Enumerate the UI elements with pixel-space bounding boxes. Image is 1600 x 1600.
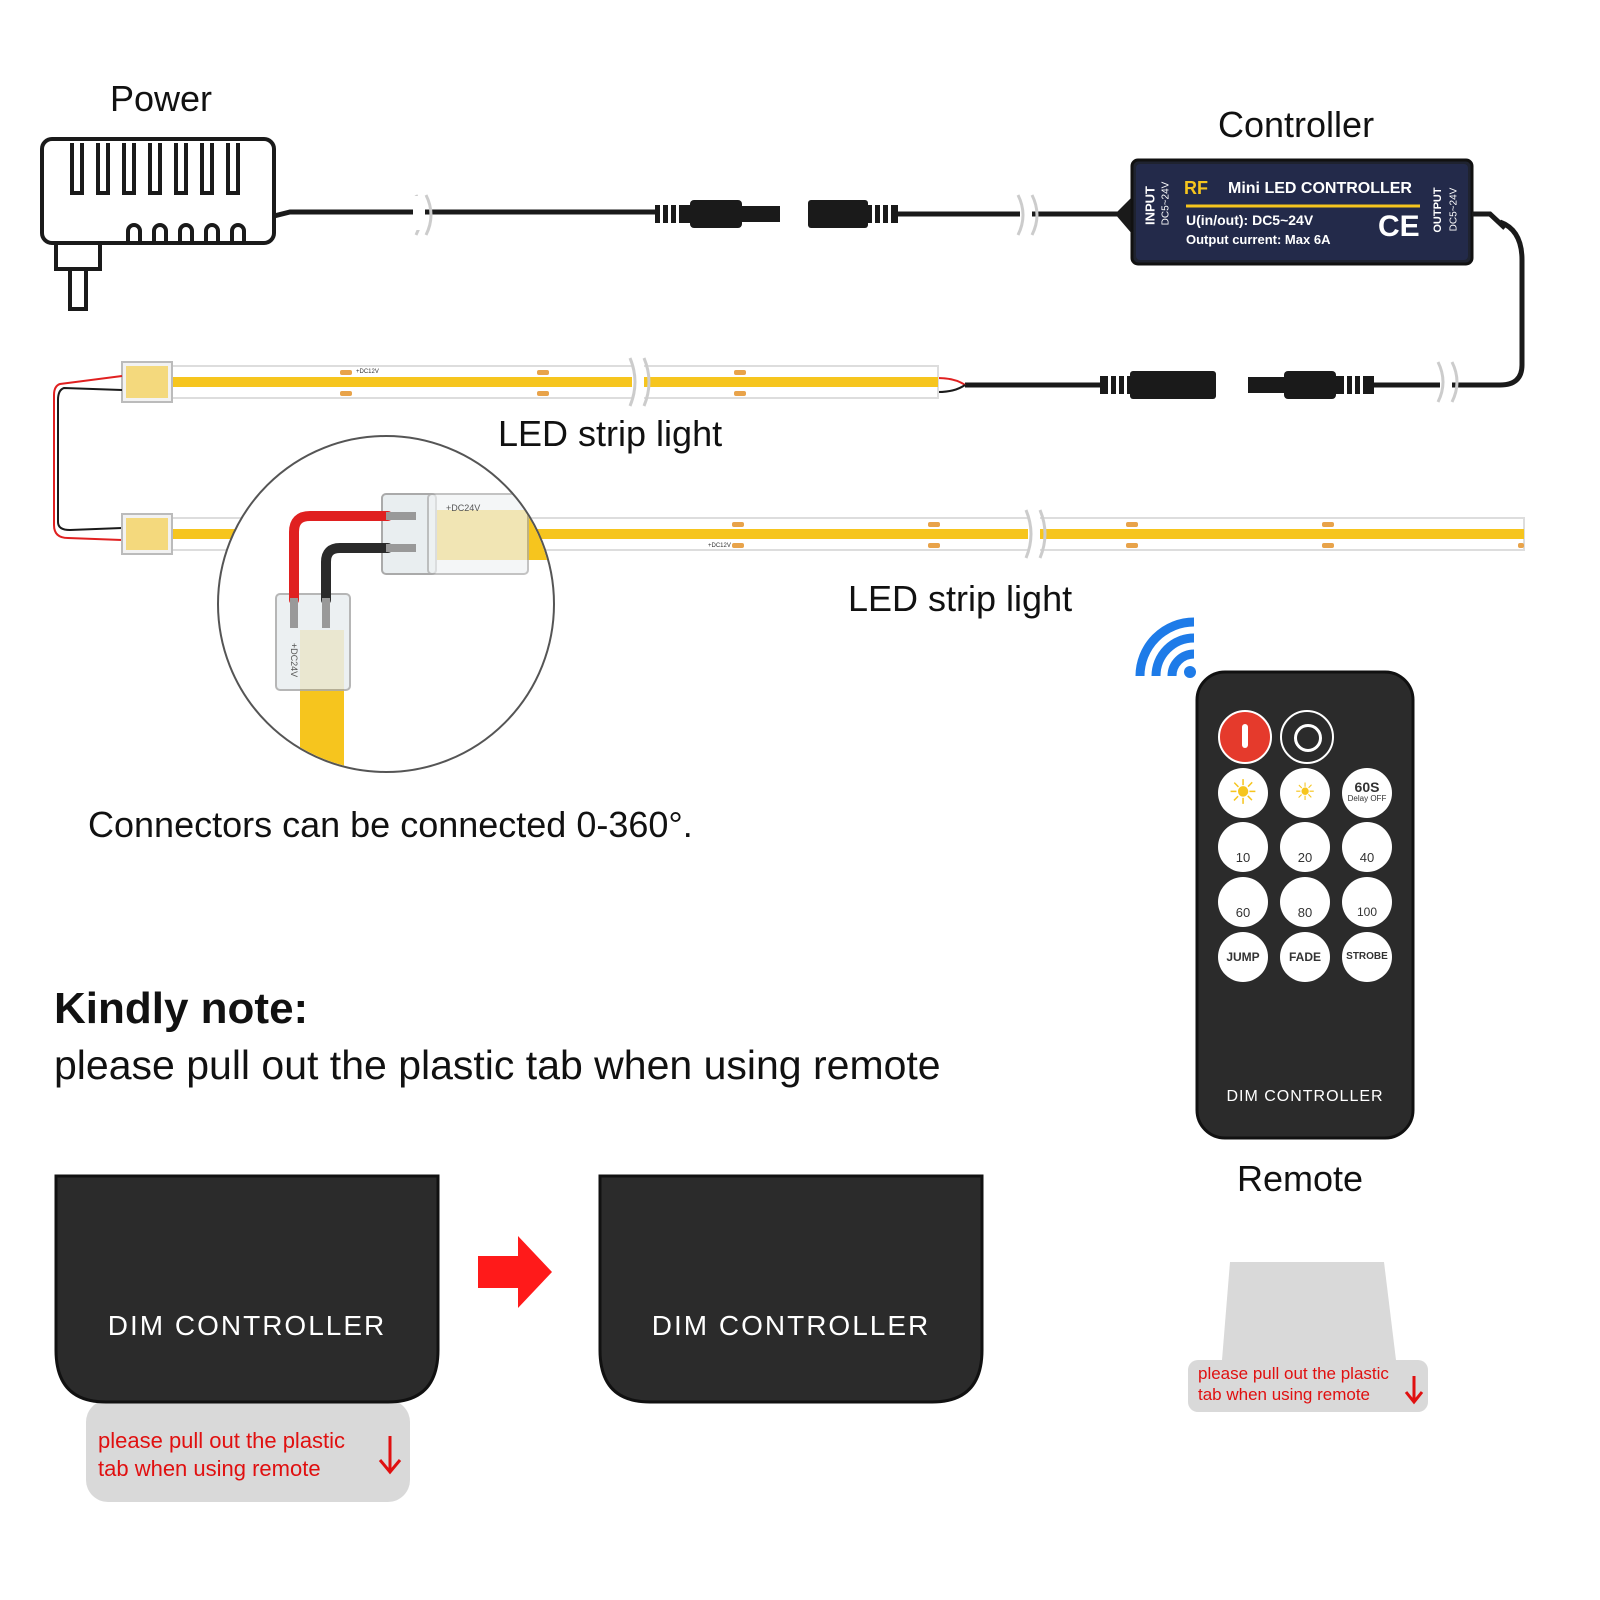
before-tab-line2: tab when using remote	[98, 1456, 321, 1481]
remote-dim-button[interactable]: ☀	[1280, 768, 1330, 818]
button-80-label: 80	[1297, 905, 1313, 920]
after-remote-brand: DIM CONTROLLER	[651, 1310, 931, 1341]
strip-label-2: LED strip light	[848, 578, 1073, 619]
remote-fade-button[interactable]: FADE	[1280, 932, 1330, 982]
remote-10-button[interactable]: 10	[1218, 822, 1268, 872]
before-tab-line1: please pull out the plastic	[98, 1428, 346, 1453]
wireless-signal-icon	[1135, 617, 1196, 678]
connectors-caption: Connectors can be connected 0-360°.	[88, 804, 693, 845]
remote-60-button[interactable]: 60	[1218, 877, 1268, 927]
note-title: Kindly note:	[54, 984, 309, 1033]
button-10-label: 10	[1235, 850, 1251, 865]
tab-piece-line1: please pull out the plastic	[1198, 1364, 1389, 1383]
remote-delay-button[interactable]: 60S Delay OFF	[1342, 768, 1392, 818]
led-strip-1	[121, 357, 939, 407]
strip1-marking: +DC12V	[356, 369, 379, 375]
controller-brand: RF	[1184, 178, 1208, 198]
tab-piece-line2: tab when using remote	[1198, 1385, 1370, 1404]
power-adapter	[40, 137, 276, 311]
controller-input-label: INPUT	[1142, 186, 1158, 225]
zoom-marking: +DC24V	[446, 503, 481, 513]
connector-zoom	[217, 435, 555, 773]
remote-100-button[interactable]: 100	[1342, 877, 1392, 927]
power-icon	[1242, 724, 1248, 748]
strip2-marking: +DC12V	[708, 543, 731, 549]
button-20-label: 20	[1297, 850, 1313, 865]
controller-title: Mini LED CONTROLLER	[1228, 180, 1412, 197]
button-60-label: 60	[1235, 905, 1251, 920]
controller-voltage: U(in/out): DC5~24V	[1186, 212, 1314, 228]
down-arrow-icon	[378, 1376, 1424, 1475]
remote-label: Remote	[1237, 1158, 1364, 1199]
delay-sub: Delay OFF	[1347, 794, 1387, 803]
remote-jump-button[interactable]: JUMP	[1218, 932, 1268, 982]
power-cable	[273, 194, 1125, 236]
delay-label: 60S	[1354, 779, 1380, 795]
remote-20-button[interactable]: 20	[1280, 822, 1330, 872]
controller-box	[1115, 158, 1507, 266]
controller-output-label: OUTPUT	[1432, 187, 1444, 233]
note-body: please pull out the plastic tab when usi…	[54, 1042, 941, 1088]
off-ring-icon	[1294, 724, 1322, 752]
sun-small-icon: ☀	[1294, 779, 1316, 806]
remote-off-button[interactable]	[1280, 710, 1334, 764]
before-remote-brand: DIM CONTROLLER	[107, 1310, 387, 1341]
remote-strobe-button[interactable]: STROBE	[1342, 932, 1392, 982]
controller-output-range: DC5~24V	[1448, 187, 1460, 232]
remote-bottom-after	[598, 1174, 984, 1404]
remote-power-button[interactable]	[1218, 710, 1272, 764]
power-label: Power	[110, 78, 213, 119]
sun-large-icon: ☀	[1227, 774, 1259, 812]
remote-40-button[interactable]: 40	[1342, 822, 1392, 872]
remote-bottom-before	[54, 1174, 440, 1502]
remote-80-button[interactable]: 80	[1280, 877, 1330, 927]
link-wires	[53, 375, 123, 541]
controller-input-range: DC5~24V	[1160, 181, 1172, 226]
button-40-label: 40	[1359, 850, 1375, 865]
remote-bright-button[interactable]: ☀	[1218, 768, 1268, 818]
button-100-label: 100	[1356, 905, 1378, 919]
output-cable	[937, 219, 1525, 403]
remote-brand: DIM CONTROLLER	[1226, 1088, 1384, 1105]
plastic-tab-piece	[1188, 1262, 1428, 1412]
controller-label: Controller	[1218, 104, 1375, 145]
zoom-marking-vertical: +DC24V	[289, 642, 299, 678]
controller-current: Output current: Max 6A	[1186, 232, 1331, 247]
strip-label-1: LED strip light	[498, 413, 723, 454]
arrow-right-icon	[478, 1236, 552, 1308]
ce-mark: CE	[1378, 210, 1420, 243]
